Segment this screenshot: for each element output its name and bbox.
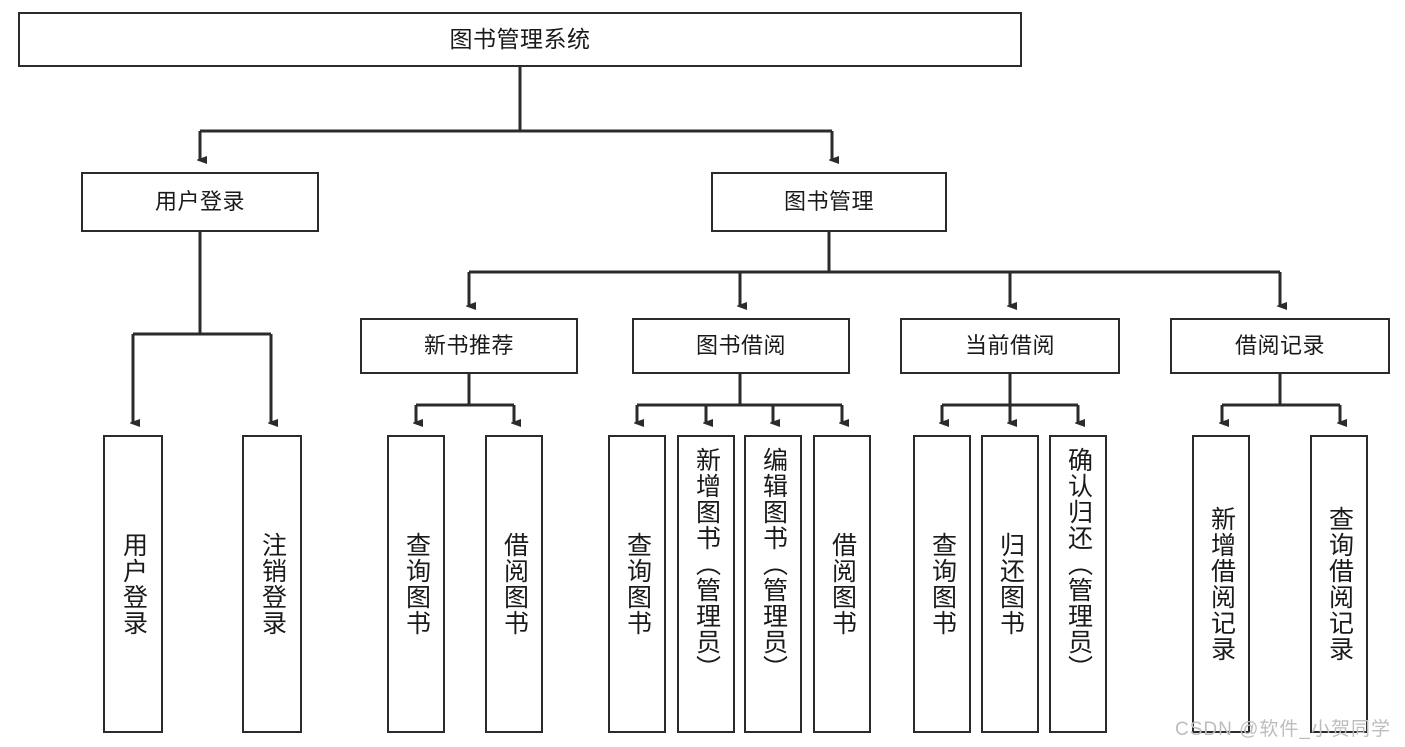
node-root-system[interactable]: 图书管理系统 — [18, 12, 1022, 67]
node-borrow-record[interactable]: 借阅记录 — [1170, 318, 1390, 374]
node-label: 确认归还（管理员） — [1064, 447, 1093, 681]
leaf-borrow-book-recommend[interactable]: 借阅图书 — [485, 435, 543, 733]
node-label: 查询借阅记录 — [1325, 506, 1354, 662]
leaf-query-book-current[interactable]: 查询图书 — [913, 435, 971, 733]
node-label: 用户登录 — [154, 188, 245, 214]
node-label: 用户登录 — [119, 532, 148, 636]
node-label: 注销登录 — [258, 532, 287, 636]
node-book-management[interactable]: 图书管理 — [711, 172, 947, 232]
node-label: 查询图书 — [928, 532, 957, 636]
node-new-book-recommend[interactable]: 新书推荐 — [360, 318, 578, 374]
node-label: 新书推荐 — [423, 332, 514, 358]
leaf-borrow-book[interactable]: 借阅图书 — [813, 435, 871, 733]
node-book-borrow[interactable]: 图书借阅 — [632, 318, 850, 374]
node-label: 借阅记录 — [1234, 332, 1325, 358]
leaf-query-book-borrow[interactable]: 查询图书 — [608, 435, 666, 733]
leaf-confirm-return-admin[interactable]: 确认归还（管理员） — [1049, 435, 1107, 733]
watermark: CSDN @软件_小贺同学 — [1175, 719, 1391, 740]
leaf-user-logout[interactable]: 注销登录 — [242, 435, 302, 733]
leaf-return-book[interactable]: 归还图书 — [981, 435, 1039, 733]
node-user-login[interactable]: 用户登录 — [81, 172, 319, 232]
node-label: 图书借阅 — [695, 332, 786, 358]
node-label: 查询图书 — [623, 532, 652, 636]
node-label: 编辑图书（管理员） — [759, 447, 788, 681]
node-label: 新增借阅记录 — [1207, 506, 1236, 662]
node-label: 归还图书 — [996, 532, 1025, 636]
node-label: 查询图书 — [402, 532, 431, 636]
leaf-query-borrow-record[interactable]: 查询借阅记录 — [1310, 435, 1368, 733]
node-label: 当前借阅 — [964, 332, 1055, 358]
node-current-borrow[interactable]: 当前借阅 — [900, 318, 1120, 374]
leaf-add-borrow-record[interactable]: 新增借阅记录 — [1192, 435, 1250, 733]
node-label: 借阅图书 — [828, 532, 857, 636]
node-label: 借阅图书 — [500, 532, 529, 636]
node-label: 新增图书（管理员） — [692, 447, 721, 681]
leaf-query-book-recommend[interactable]: 查询图书 — [387, 435, 445, 733]
leaf-user-login[interactable]: 用户登录 — [103, 435, 163, 733]
leaf-edit-book-admin[interactable]: 编辑图书（管理员） — [744, 435, 802, 733]
node-label: 图书管理 — [783, 188, 874, 214]
leaf-add-book-admin[interactable]: 新增图书（管理员） — [677, 435, 735, 733]
node-label: 图书管理系统 — [449, 25, 591, 52]
